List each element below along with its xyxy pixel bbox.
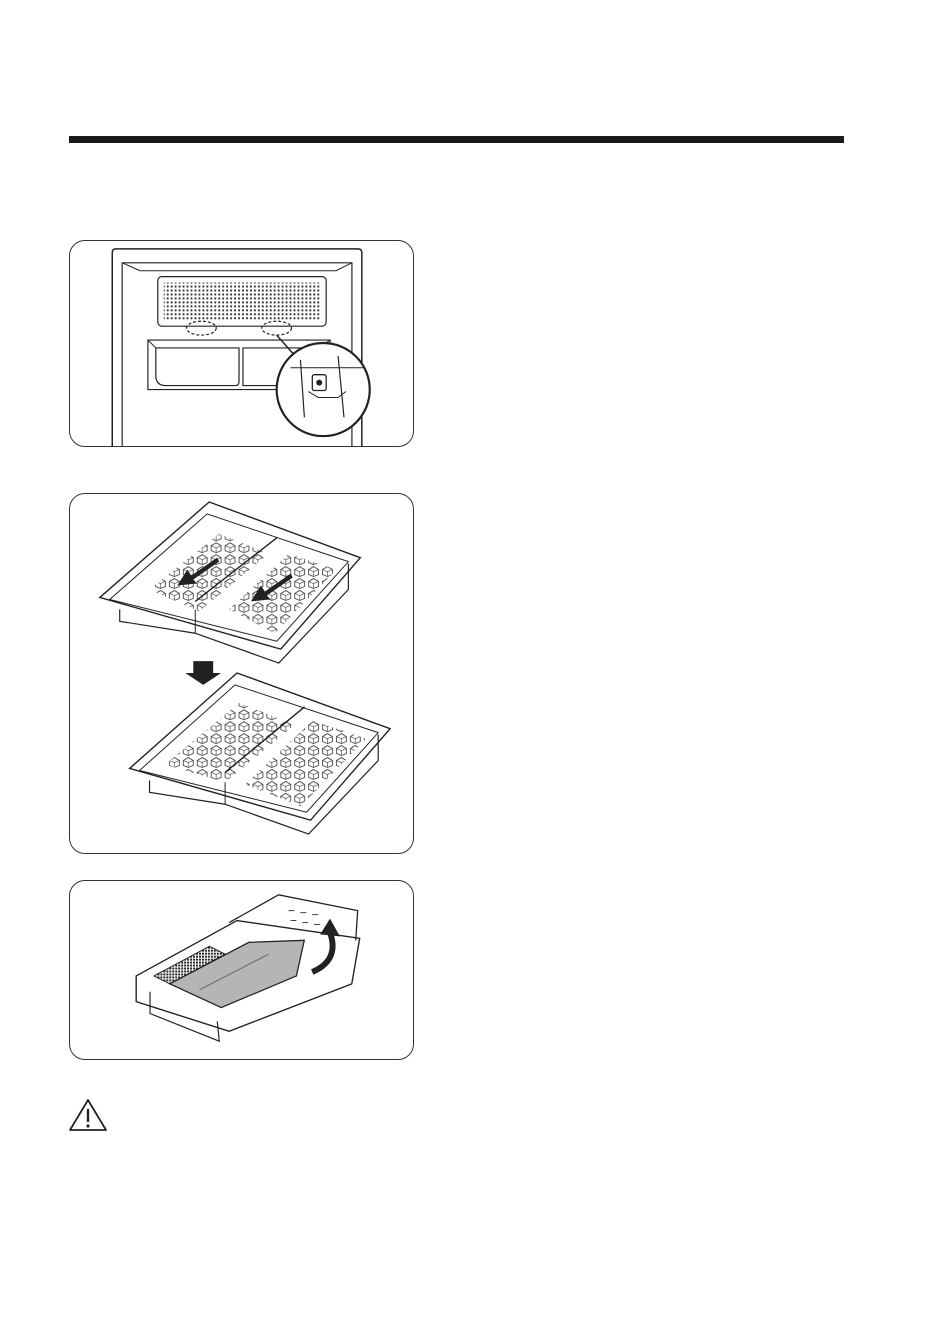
section-divider-rule <box>69 136 844 143</box>
bucket-cover-lift-illustration <box>70 881 413 1059</box>
ice-bucket-bottom <box>130 673 390 834</box>
dispenser-sensor-illustration <box>70 241 413 446</box>
figure-ice-bucket-level <box>69 493 414 854</box>
figure-ice-maker-sensor <box>69 240 414 447</box>
figure-bucket-cover-lift <box>69 880 414 1060</box>
warning-triangle-icon <box>68 1098 108 1132</box>
ice-bucket-level-illustration <box>70 494 413 853</box>
down-arrow-icon <box>185 661 221 685</box>
lift-arrow-icon <box>320 919 340 937</box>
ice-bucket-top <box>100 502 360 663</box>
